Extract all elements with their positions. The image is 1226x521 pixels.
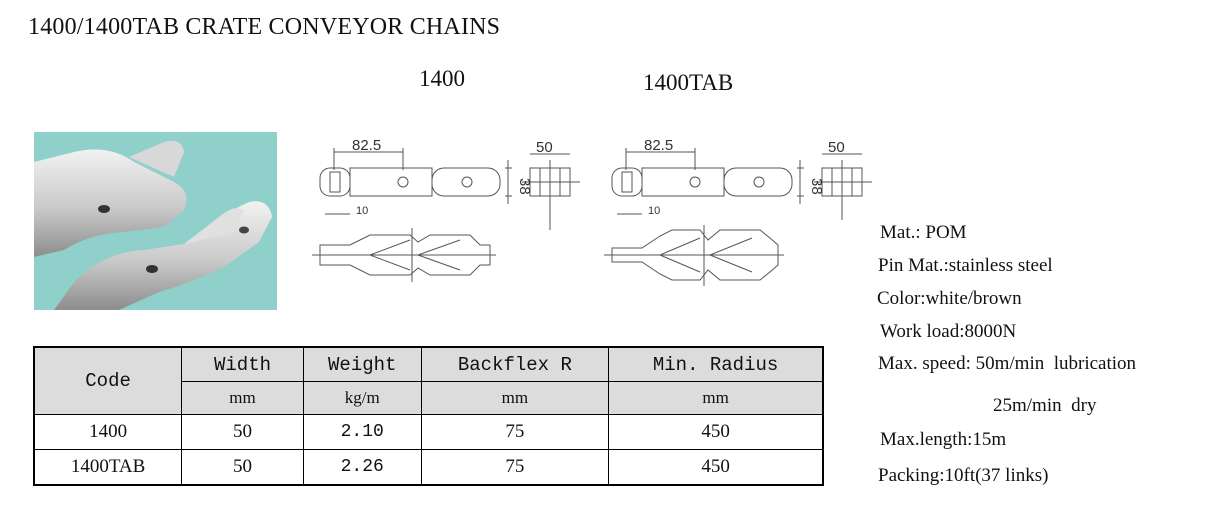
header-width: Width bbox=[181, 346, 304, 382]
cell-weight: 2.10 bbox=[302, 414, 422, 450]
property-color: Color:white/brown bbox=[877, 288, 1022, 309]
subtitle-1400: 1400 bbox=[419, 66, 465, 91]
table-unit-row: mm kg/m mm mm bbox=[34, 381, 824, 415]
table-header-row: Code Width Weight Backflex R Min. Radius bbox=[33, 346, 824, 415]
cell-weight: 2.26 bbox=[302, 449, 422, 486]
property-max-speed: Max. speed: 50m/min lubrication bbox=[878, 353, 1137, 374]
cell-backflex: 75 bbox=[420, 449, 610, 486]
dim-width-1400: 50 bbox=[536, 139, 553, 156]
dim-offset-1400tab: 10 bbox=[648, 205, 660, 217]
unit-min-radius: mm bbox=[608, 381, 824, 415]
dim-width-1400tab: 50 bbox=[828, 139, 845, 156]
dim-height-1400tab: 38 bbox=[808, 178, 825, 195]
property-packing: Packing:10ft(37 links) bbox=[878, 465, 1049, 486]
header-min-radius: Min. Radius bbox=[608, 346, 824, 382]
unit-width: mm bbox=[181, 381, 304, 415]
cell-min-radius: 450 bbox=[608, 414, 824, 450]
property-speed-dry: 25m/min dry bbox=[993, 395, 1097, 416]
cell-backflex: 75 bbox=[420, 414, 610, 450]
subtitle-1400tab: 1400TAB bbox=[643, 70, 734, 95]
property-max-length: Max.length:15m bbox=[880, 429, 1007, 450]
dim-pitch-1400: 82.5 bbox=[352, 137, 381, 154]
header-weight: Weight bbox=[302, 346, 422, 382]
table-row: 1400 50 2.10 75 450 bbox=[33, 414, 824, 450]
page-title: 1400/1400TAB CRATE CONVEYOR CHAINS bbox=[28, 14, 501, 40]
spec-table: Code Width Weight Backflex R Min. Radius… bbox=[33, 346, 824, 486]
cell-width: 50 bbox=[181, 449, 304, 486]
property-pin-material: Pin Mat.:stainless steel bbox=[878, 255, 1053, 276]
cell-code: 1400 bbox=[33, 414, 183, 450]
header-code: Code bbox=[33, 346, 183, 415]
chain-photo bbox=[34, 132, 277, 310]
property-work-load: Work load:8000N bbox=[880, 321, 1017, 342]
unit-backflex: mm bbox=[420, 381, 610, 415]
header-backflex: Backflex R bbox=[420, 346, 610, 382]
unit-weight: kg/m bbox=[302, 381, 422, 415]
cell-width: 50 bbox=[181, 414, 304, 450]
table-row: 1400TAB 50 2.26 75 450 bbox=[33, 449, 824, 486]
dim-height-1400: 38 bbox=[516, 178, 533, 195]
technical-drawing: 82.5 50 38 10 82.5 50 38 10 bbox=[312, 137, 872, 286]
cell-min-radius: 450 bbox=[608, 449, 824, 486]
property-material: Mat.: POM bbox=[880, 222, 967, 243]
cell-code: 1400TAB bbox=[33, 449, 183, 486]
dim-offset-1400: 10 bbox=[356, 205, 368, 217]
dim-pitch-1400tab: 82.5 bbox=[644, 137, 673, 154]
